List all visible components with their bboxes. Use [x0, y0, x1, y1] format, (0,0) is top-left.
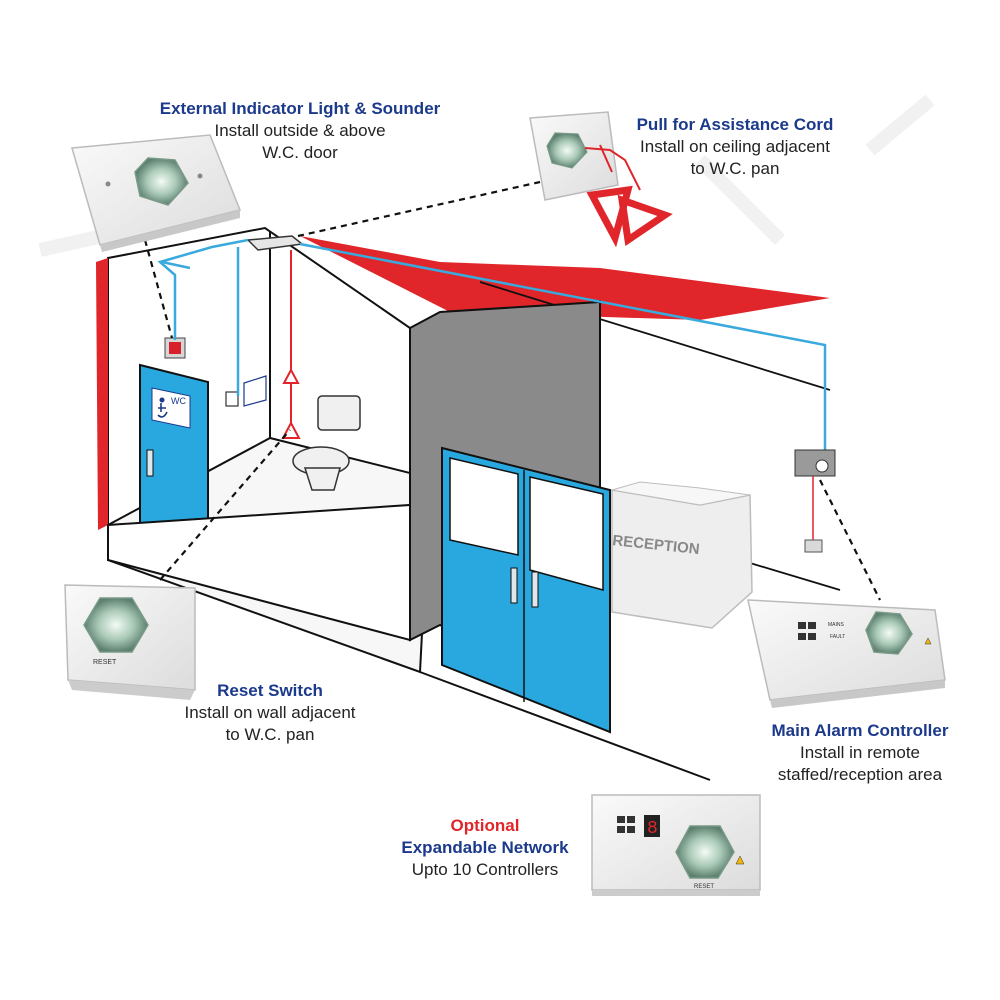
reset-title: Reset Switch — [217, 681, 323, 700]
wc-sign-text: WC — [171, 396, 186, 406]
cord-label: Pull for Assistance Cord Install on ceil… — [600, 114, 870, 180]
indicator-label: External Indicator Light & Sounder Insta… — [130, 98, 470, 164]
partition-white-face — [107, 503, 411, 642]
cord-line2: to W.C. pan — [690, 159, 780, 178]
main-controller-device: MAINS FAULT — [747, 599, 946, 708]
indicator-line1: Install outside & above — [214, 121, 386, 140]
wc-room: WC — [96, 226, 432, 674]
toilet — [292, 395, 361, 491]
controller-label: Main Alarm Controller Install in remote … — [740, 720, 980, 786]
indicator-device — [71, 134, 242, 252]
network-device: 8 RESET — [591, 794, 761, 896]
indicator-title: External Indicator Light & Sounder — [159, 99, 441, 118]
cord-line1: Install on ceiling adjacent — [640, 137, 830, 156]
mains-text: MAINS — [828, 622, 845, 628]
blue-cabling — [157, 238, 827, 452]
network-optional: Optional — [450, 816, 520, 835]
controller-line2: staffed/reception area — [777, 765, 943, 784]
digit-display: 8 — [647, 819, 658, 839]
leader-lines — [143, 180, 881, 601]
controller-title: Main Alarm Controller — [771, 721, 949, 740]
reset-switch-text: RESET — [93, 659, 117, 666]
reset-line2: to W.C. pan — [225, 725, 315, 744]
network-reset-text: RESET — [694, 884, 714, 890]
double-doors — [441, 446, 611, 734]
pull-cord-device — [529, 111, 673, 248]
controller-wall-unit — [794, 449, 836, 477]
cord-title: Pull for Assistance Cord — [636, 115, 834, 134]
fault-text: FAULT — [830, 634, 845, 640]
reset-label: Reset Switch Install on wall adjacent to… — [150, 680, 390, 746]
wc-left-red-edge — [96, 258, 108, 530]
network-title: Expandable Network — [401, 838, 569, 857]
indicator-line2: W.C. door — [262, 143, 338, 162]
network-label: Optional Expandable Network Upto 10 Cont… — [375, 815, 595, 881]
reset-switch-device: RESET — [64, 584, 196, 700]
wc-door-handle — [146, 449, 154, 477]
reception-desk: RECEPTION — [611, 481, 753, 629]
reset-line1: Install on wall adjacent — [184, 703, 356, 722]
controller-line1: Install in remote — [800, 743, 920, 762]
network-line1: Upto 10 Controllers — [411, 860, 559, 879]
ceiling-red-band — [300, 236, 830, 320]
pull-cord-line — [281, 250, 301, 439]
